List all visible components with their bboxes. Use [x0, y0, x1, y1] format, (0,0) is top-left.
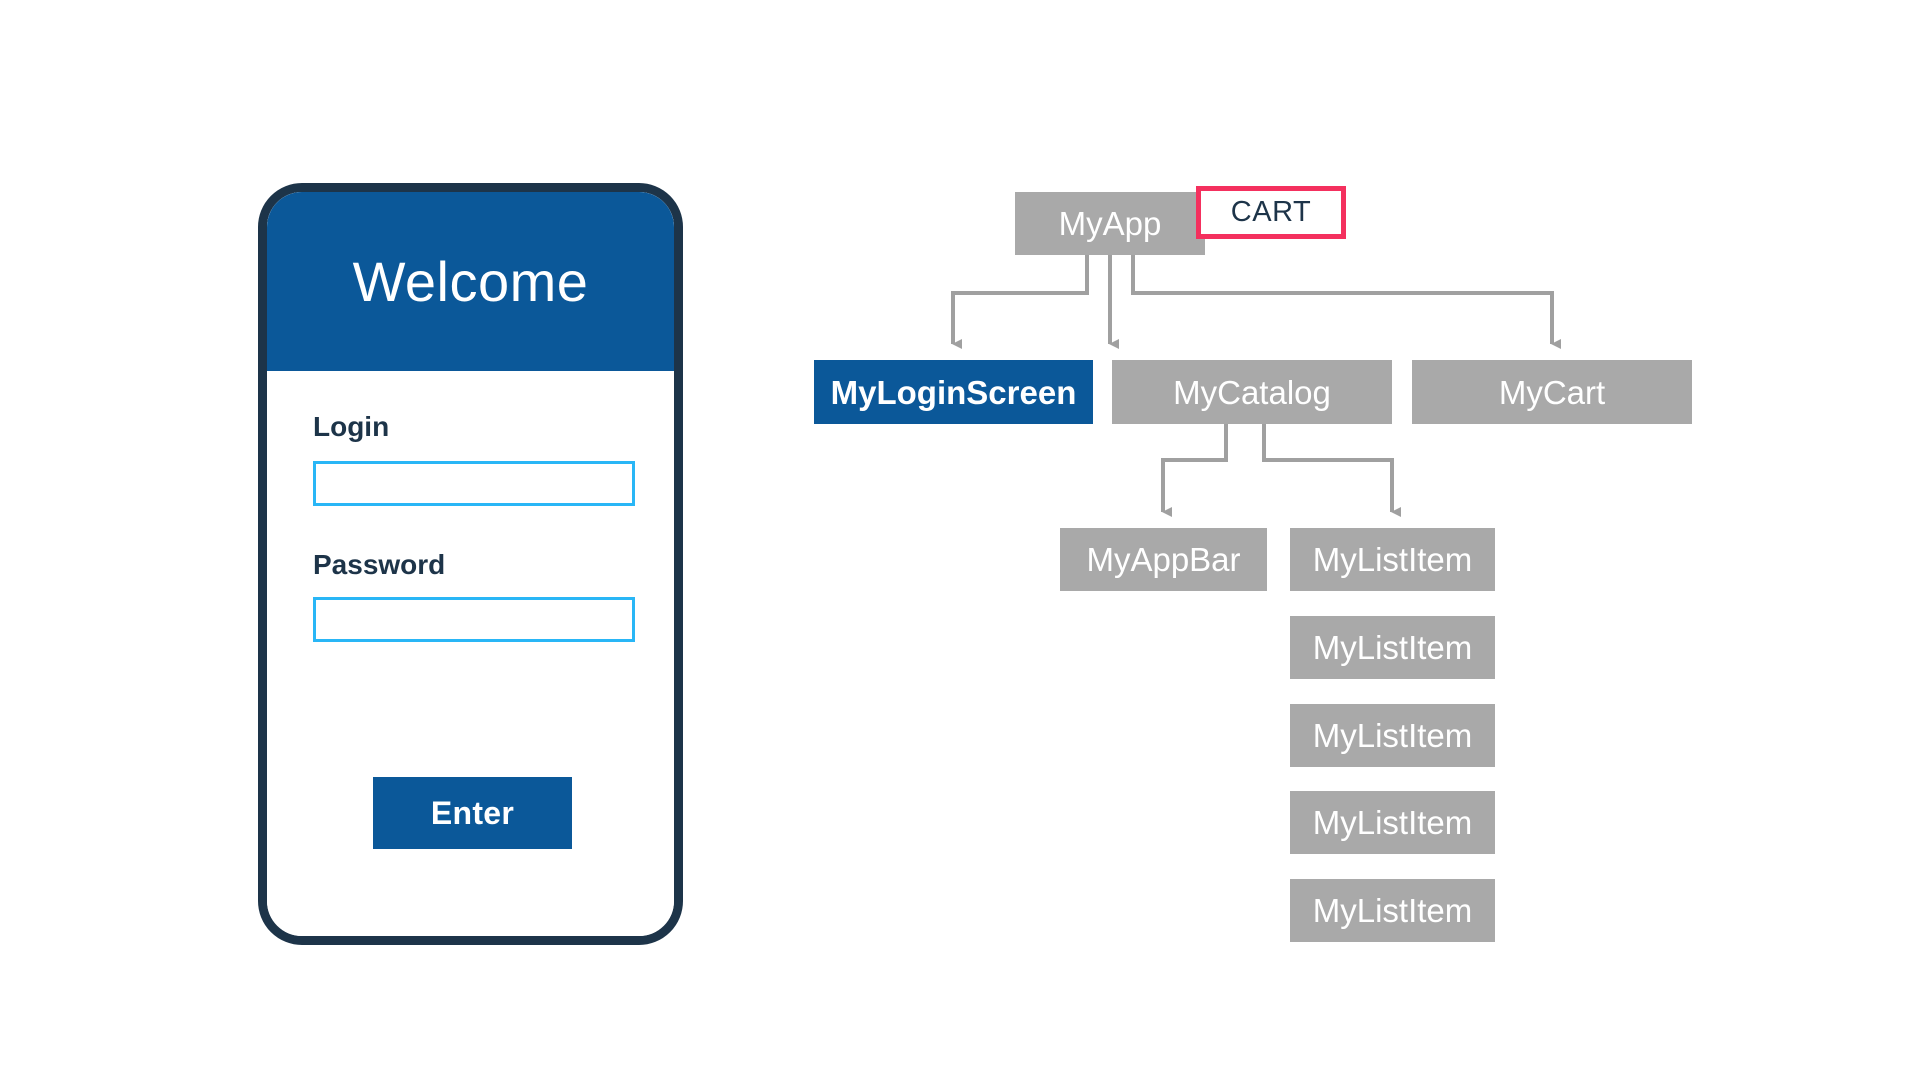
page-title: Welcome	[352, 249, 589, 313]
login-label: Login	[313, 411, 390, 442]
enter-button[interactable]: Enter	[373, 777, 572, 849]
widget-tree-diagram: MyApp CART MyLoginScreen MyCatalog MyCar…	[814, 150, 1860, 990]
tree-node-mylistitem[interactable]: MyListItem	[1290, 791, 1495, 854]
edge-myapp-mylogin	[951, 255, 1089, 349]
tree-node-myappbar[interactable]: MyAppBar	[1060, 528, 1267, 591]
app-header-bar: Welcome	[267, 192, 674, 371]
tree-node-mycart[interactable]: MyCart	[1412, 360, 1692, 424]
login-form: Login Password Enter	[267, 371, 674, 936]
tree-node-mylistitem[interactable]: MyListItem	[1290, 879, 1495, 942]
password-label: Password	[313, 549, 446, 580]
tree-node-mylistitem[interactable]: MyListItem	[1290, 704, 1495, 767]
tree-node-mycatalog[interactable]: MyCatalog	[1112, 360, 1392, 424]
phone-mockup: Welcome Login Password Enter	[258, 183, 683, 945]
tree-node-mylistitem[interactable]: MyListItem	[1290, 616, 1495, 679]
tree-node-mylistitem[interactable]: MyListItem	[1290, 528, 1495, 591]
edge-mycatalog-myappbar	[1161, 424, 1228, 517]
tree-node-myapp[interactable]: MyApp	[1015, 192, 1205, 255]
cart-badge[interactable]: CART	[1196, 186, 1346, 239]
login-input[interactable]	[313, 461, 635, 506]
edge-myapp-mycart	[1131, 255, 1561, 349]
edge-mycatalog-mylistitem	[1262, 424, 1401, 517]
password-input[interactable]	[313, 597, 635, 642]
phone-screen: Welcome Login Password Enter	[267, 192, 674, 936]
tree-node-myloginscreen[interactable]: MyLoginScreen	[814, 360, 1093, 424]
